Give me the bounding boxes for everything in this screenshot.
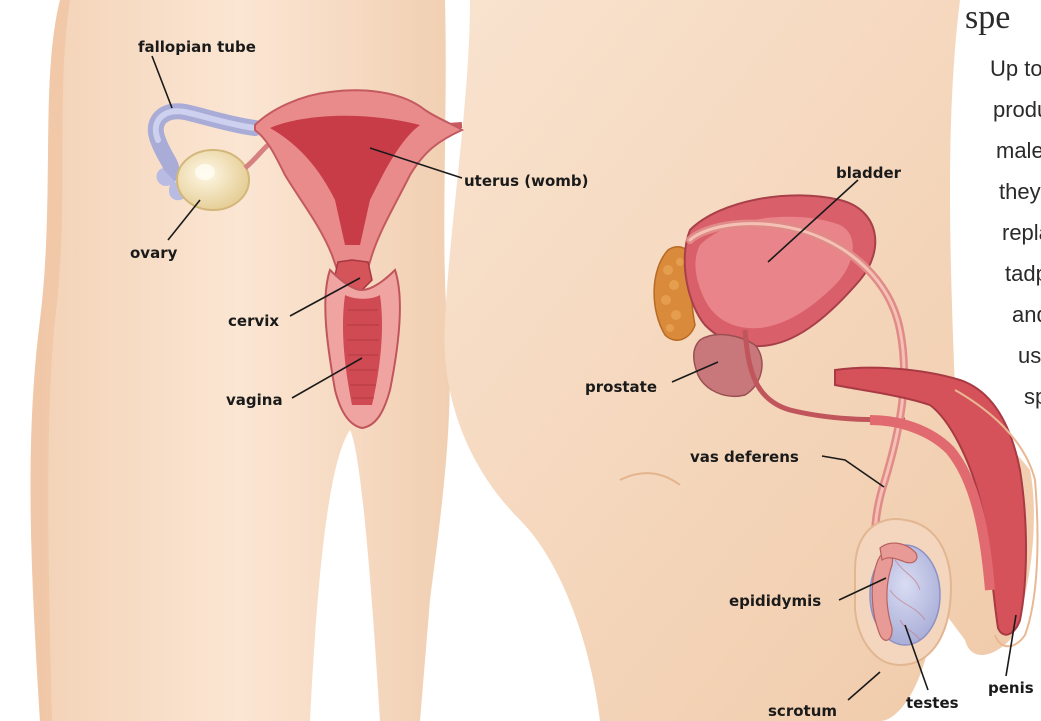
side-text-line: repla [1002,220,1041,245]
side-text-line: tadp [1005,261,1041,286]
side-text: Up to produ male they repla tadp and us … [990,56,1041,409]
label-cervix: cervix [228,312,279,330]
label-uterus: uterus (womb) [464,172,589,190]
label-vagina: vagina [226,391,283,409]
side-text-line: produ [993,97,1041,122]
side-text-line: male [996,138,1041,163]
side-text-line: they [999,179,1041,204]
side-text-line: us [1018,343,1041,368]
label-penis: penis [988,679,1034,697]
side-text-line: and [1012,302,1041,327]
label-ovary: ovary [130,244,178,262]
heading-fragment: spe [965,0,1010,36]
label-scrotum: scrotum [768,702,837,720]
label-prostate: prostate [585,378,657,396]
side-text-line: Up to [990,56,1041,81]
side-text-line: sp [1024,384,1041,409]
ovary-shape [177,150,249,210]
label-epididymis: epididymis [729,592,821,610]
label-vas-deferens: vas deferens [690,448,799,466]
label-testes: testes [906,694,959,712]
label-bladder: bladder [836,164,902,182]
label-fallopian-tube: fallopian tube [138,38,256,56]
